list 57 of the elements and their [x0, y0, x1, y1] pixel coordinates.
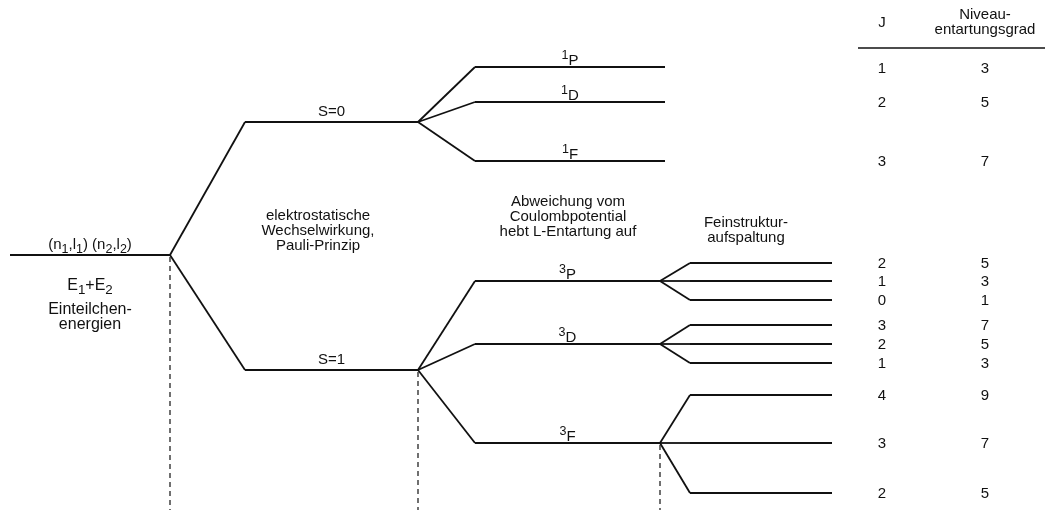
table-cell-text: 5: [979, 485, 991, 501]
table-cell-text: 3: [979, 355, 991, 371]
table-cell-text: 3: [876, 435, 888, 451]
table-cell-text: 3: [876, 317, 888, 333]
splitting-line: [659, 343, 691, 345]
splitting-line: [417, 280, 476, 371]
table-cell-text: 2: [876, 336, 888, 352]
table-cell-text: 7: [979, 153, 991, 169]
splitting-line: [169, 254, 246, 371]
table-cell-text: 4: [876, 387, 888, 403]
splitting-line: [417, 101, 476, 123]
splitting-line: [417, 369, 476, 444]
table-cell-text: 2: [876, 94, 888, 110]
table-cell-text: 7: [979, 435, 991, 451]
splitting-line: [659, 280, 691, 301]
splitting-line: [417, 66, 476, 123]
splitting-line: [659, 442, 691, 444]
splitting-line: [659, 442, 691, 494]
table-cell-text: 1: [876, 60, 888, 76]
splitting-line: [659, 324, 691, 345]
level-label: S=1: [316, 351, 347, 366]
table-cell-text: 5: [979, 336, 991, 352]
level-label: $^{3}$F: [558, 424, 577, 443]
table-cell-text: 9: [979, 387, 991, 403]
table-cell-text: 3: [876, 153, 888, 169]
table-cell-text: 3: [979, 60, 991, 76]
table-cell-text: 0: [876, 292, 888, 308]
splitting-line: [659, 343, 691, 364]
splitting-line: [659, 280, 691, 282]
annotation-text: Feinstruktur- aufspaltung: [702, 214, 790, 244]
splitting-line: [659, 394, 691, 444]
table-cell-text: 5: [979, 255, 991, 271]
table-cell-text: 7: [979, 317, 991, 333]
column-header: Niveau- entartungsgrad: [933, 6, 1037, 36]
splitting-line: [169, 121, 246, 256]
level-label: $^{1}$D: [560, 83, 580, 102]
splitting-line: [417, 121, 476, 162]
level-note: E$_{1}$+E$_{2}$: [66, 277, 114, 298]
table-cell-text: 2: [876, 255, 888, 271]
splitting-line: [417, 343, 476, 371]
level-label: $^{1}$P: [560, 48, 580, 67]
level-label: S=0: [316, 103, 347, 118]
level-label: $^{1}$F: [560, 142, 580, 161]
annotation-text: elektrostatische Wechselwirkung, Pauli-Prinzip: [260, 207, 376, 252]
annotation-text: Abweichung vom Coulombpotential hebt L-Entartung auf: [498, 193, 638, 238]
table-cell-text: 1: [979, 292, 991, 308]
level-label: $^{3}$P: [558, 262, 577, 281]
table-cell-text: 1: [876, 355, 888, 371]
table-cell-text: 3: [979, 273, 991, 289]
splitting-line: [659, 262, 691, 282]
level-label: (n$_{1}$,l$_{1}$) (n$_{2}$,l$_{2}$): [47, 236, 133, 257]
level-label: $^{3}$D: [557, 325, 578, 344]
table-cell-text: 1: [876, 273, 888, 289]
table-cell-text: 2: [876, 485, 888, 501]
column-header: J: [877, 14, 887, 29]
table-cell-text: 5: [979, 94, 991, 110]
level-note: Einteilchen- energien: [47, 301, 133, 331]
